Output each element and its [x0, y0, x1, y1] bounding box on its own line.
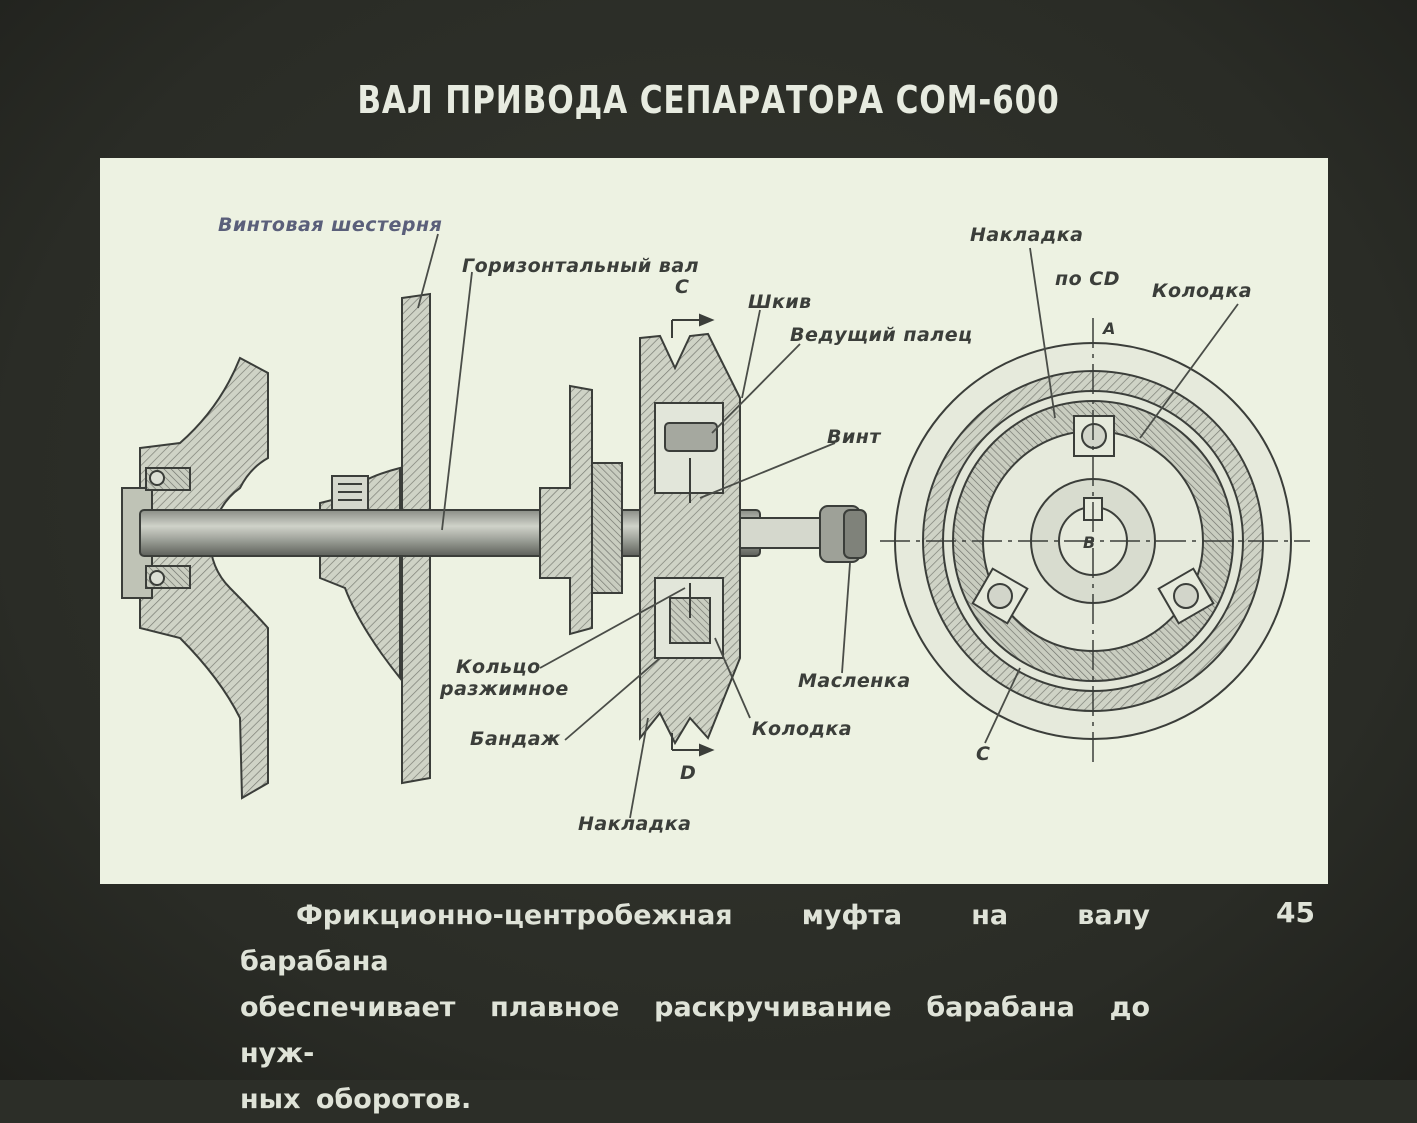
label-shkiv: Шкив [748, 291, 812, 313]
label-nakladka-top: Накладка [970, 224, 1084, 246]
pulley [639, 332, 741, 746]
oiler [739, 505, 867, 563]
label-vintovaya-shesternya: Винтовая шестерня [218, 214, 443, 236]
label-vint: Винт [827, 426, 881, 448]
label-bandazh: Бандаж [470, 728, 561, 750]
section-view [880, 318, 1310, 768]
label-vedushchy-palets: Ведущий палец [790, 324, 973, 346]
middle-support [539, 384, 623, 636]
label-koltso-line1: Кольцо [456, 656, 541, 678]
page-number: 45 [1276, 896, 1315, 929]
label-kolodka-left: Колодка [752, 718, 853, 740]
slide-title: ВАЛ ПРИВОДА СЕПАРАТОРА СОМ-600 [357, 78, 1060, 122]
bearing-housing [121, 356, 269, 800]
label-kolodka-right: Колодка [1152, 280, 1253, 302]
label-koltso-line2: разжимное [440, 678, 569, 700]
label-section-d-bottom: D [680, 762, 697, 784]
caption-line-3: ных оборотов. [240, 1084, 472, 1115]
label-maslenka: Масленка [798, 670, 911, 692]
slide-caption: Фрикционно-центробежная муфта на валу ба… [240, 893, 1150, 1123]
caption-line-2: обеспечивает плавное раскручивание бараб… [240, 992, 1150, 1069]
diagram-panel: A B Винтовая шестерня Горизонтальный вал… [100, 158, 1328, 884]
label-section-c-top: C [675, 276, 690, 298]
label-po-cd: по CD [1055, 268, 1121, 290]
mechanical-drawing: A B [121, 233, 1310, 819]
section-arrows [671, 313, 715, 757]
axis-a-label: A [1101, 319, 1115, 338]
caption-line-1: Фрикционно-центробежная муфта на валу ба… [240, 900, 1150, 977]
label-gorizontalny-val: Горизонтальный вал [462, 255, 700, 277]
leader-lines [417, 233, 1239, 819]
label-nakladka-bottom: Накладка [578, 813, 692, 835]
label-section-c-circle: C [976, 743, 991, 765]
axis-b-label: B [1083, 533, 1095, 552]
